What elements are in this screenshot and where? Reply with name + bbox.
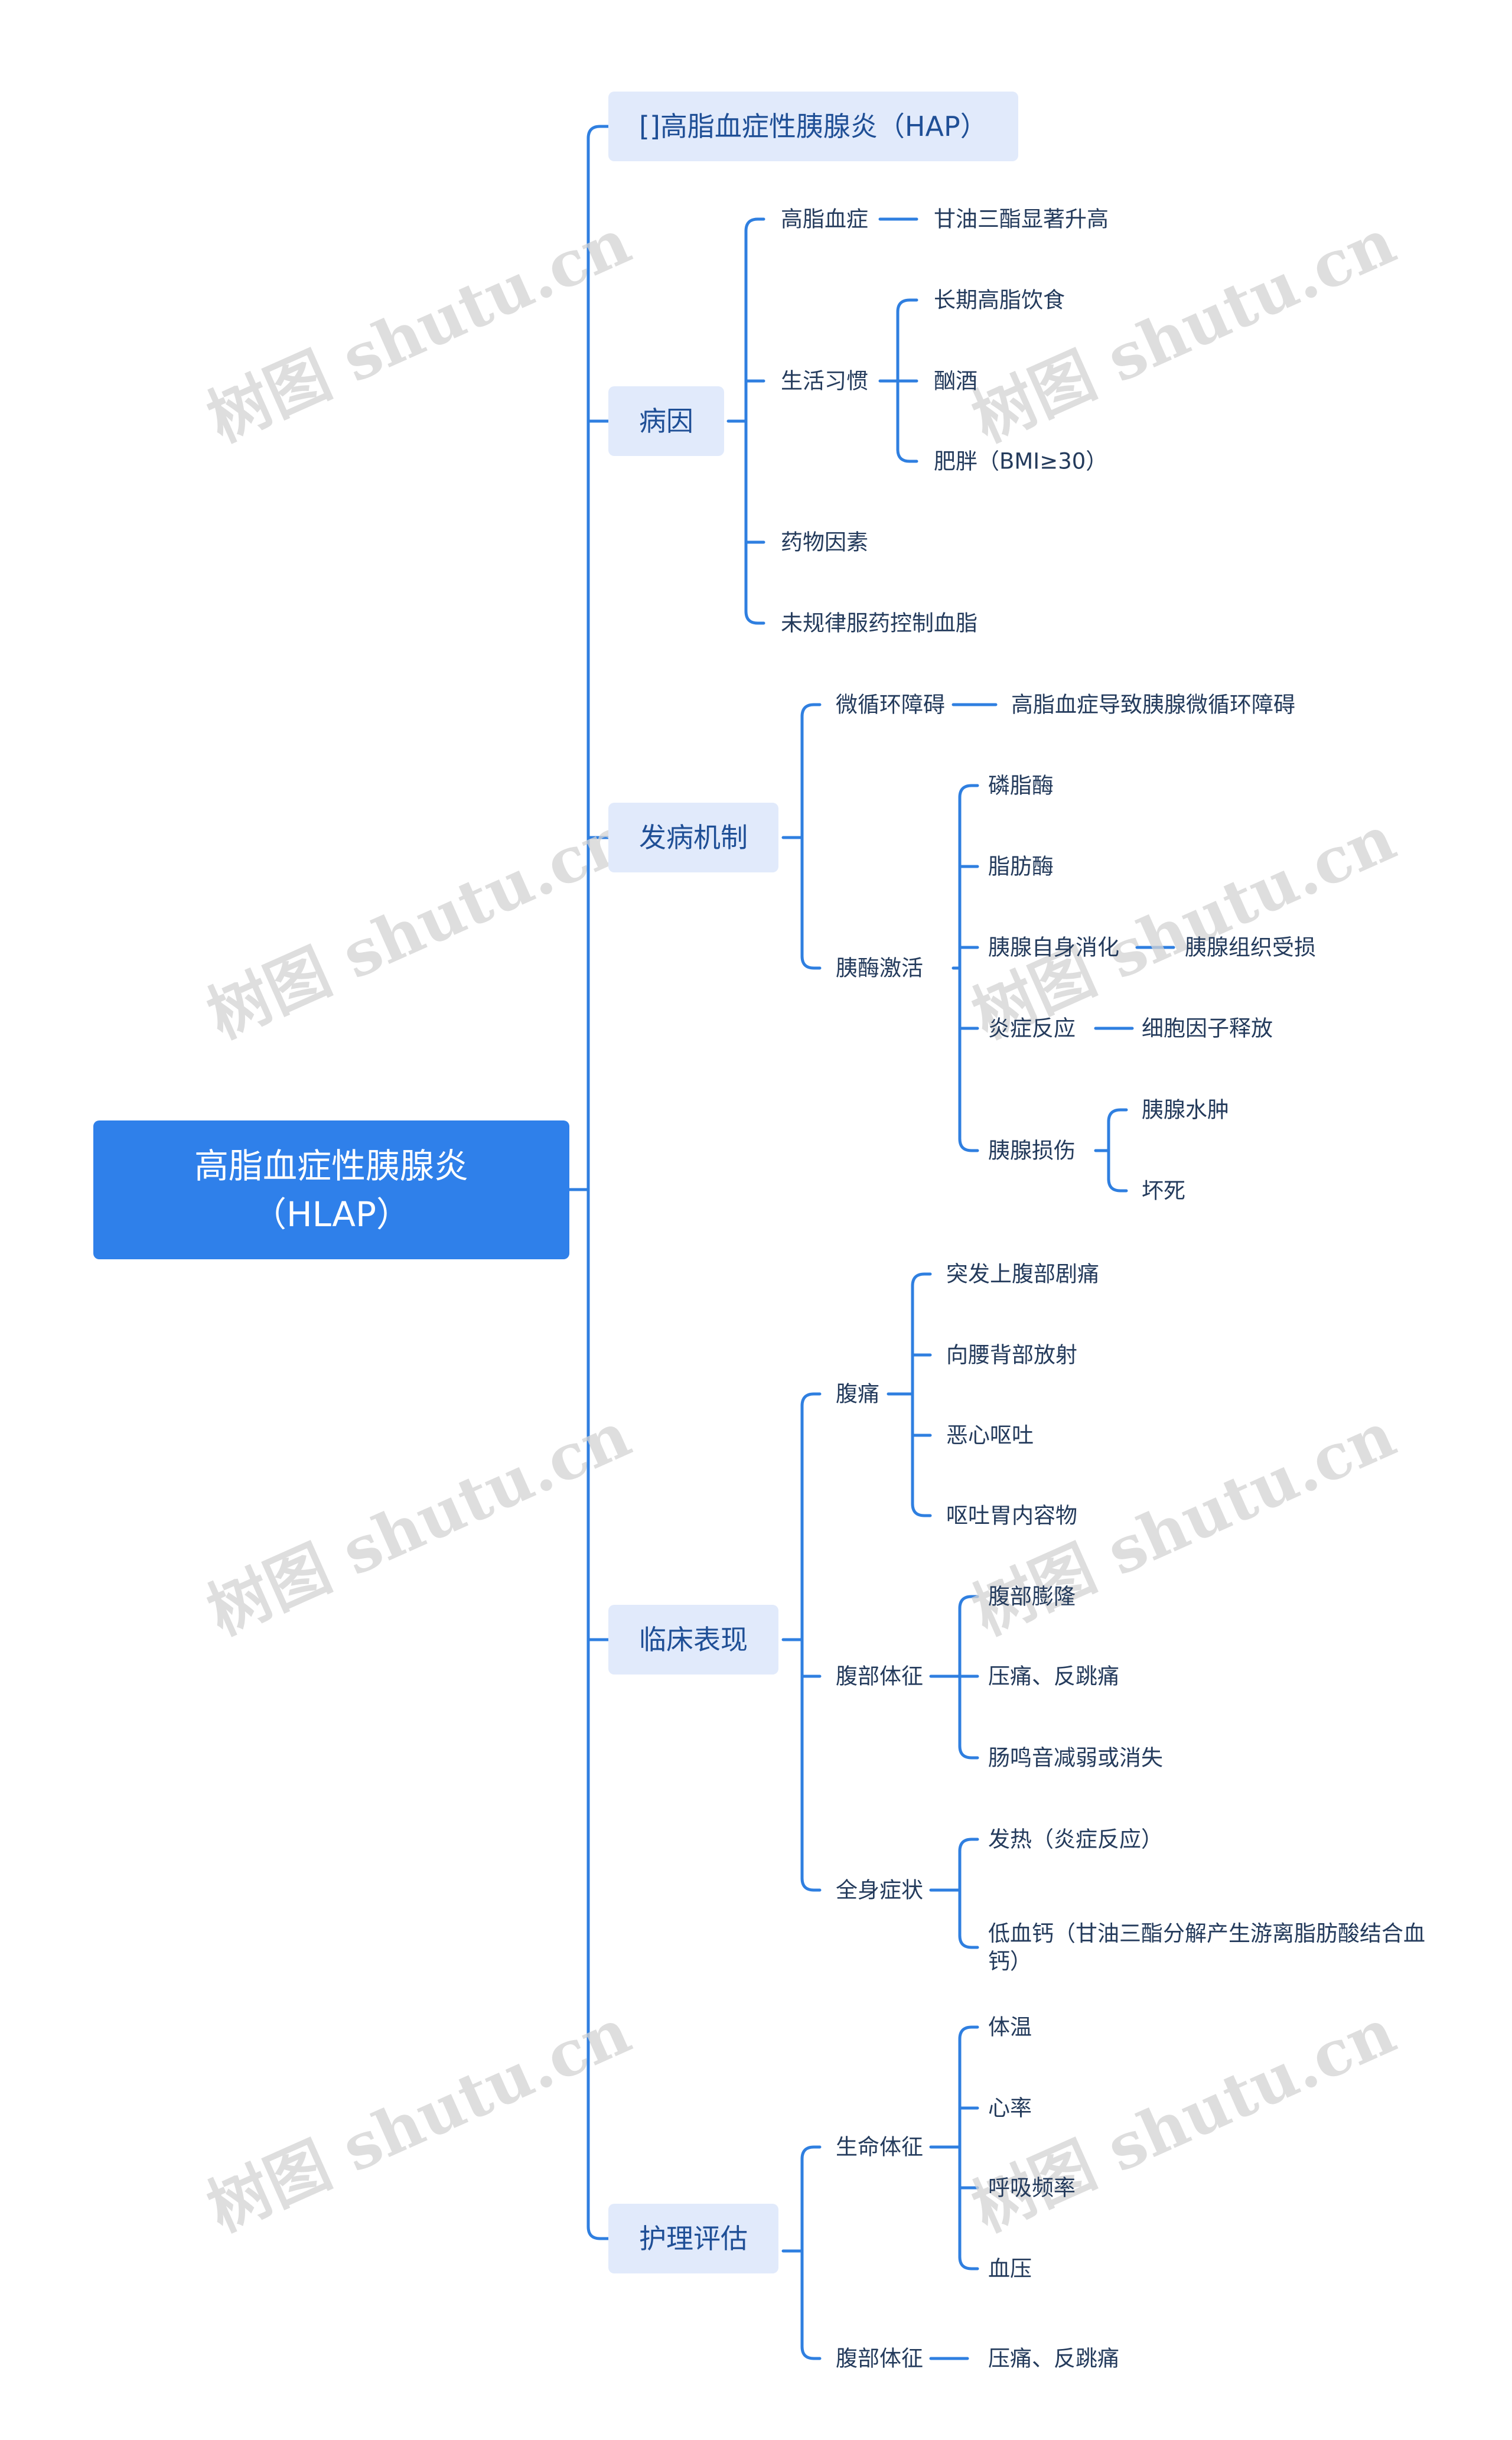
node-vital-item[interactable]: 血压	[988, 2256, 1032, 2282]
node-pain-item[interactable]: 恶心呕吐	[946, 1422, 1034, 1448]
node-hyperlipidemia[interactable]: 高脂血症	[781, 206, 868, 232]
node-abdominal-signs[interactable]: 腹部体征	[836, 1663, 923, 1689]
node-lifestyle-item[interactable]: 长期高脂饮食	[934, 287, 1065, 313]
node-enzyme-item[interactable]: 胰腺损伤	[988, 1138, 1076, 1164]
node-abdominal-item[interactable]: 压痛、反跳痛	[988, 1663, 1119, 1689]
node-lifestyle[interactable]: 生活习惯	[781, 368, 868, 394]
branch-hap[interactable]: []高脂血症性胰腺炎（HAP）	[608, 92, 1018, 161]
node-abdominal-item[interactable]: 肠鸣音减弱或消失	[988, 1745, 1163, 1771]
node-vital-item[interactable]: 呼吸频率	[988, 2175, 1076, 2201]
node-lifestyle-item[interactable]: 酗酒	[934, 368, 977, 394]
node-vital-item[interactable]: 体温	[988, 2014, 1032, 2040]
node-enzyme-item[interactable]: 磷脂酶	[988, 773, 1054, 799]
branch-clinical[interactable]: 临床表现	[608, 1605, 778, 1675]
node-enzyme-item[interactable]: 胰腺自身消化	[988, 934, 1119, 960]
node-enzyme-activation[interactable]: 胰酶激活	[836, 955, 923, 981]
node-pain-item[interactable]: 向腰背部放射	[946, 1342, 1077, 1368]
root-topic[interactable]: 高脂血症性胰腺炎（HLAP）	[93, 1120, 569, 1259]
node-vital-item[interactable]: 心率	[988, 2095, 1032, 2121]
node-vital-signs[interactable]: 生命体征	[836, 2134, 923, 2160]
node-cytokine-release[interactable]: 细胞因子释放	[1142, 1015, 1273, 1041]
node-injury-item[interactable]: 坏死	[1142, 1178, 1185, 1204]
node-abdominal-item[interactable]: 腹部膨隆	[988, 1584, 1076, 1610]
branch-nursing[interactable]: 护理评估	[608, 2204, 778, 2273]
node-pain-item[interactable]: 呕吐胃内容物	[946, 1503, 1077, 1529]
node-injury-item[interactable]: 胰腺水肿	[1142, 1097, 1229, 1123]
branch-mechanism[interactable]: 发病机制	[608, 803, 778, 872]
node-nursing-abdominal[interactable]: 腹部体征	[836, 2345, 923, 2371]
node-lifestyle-item[interactable]: 肥胖（BMI≥30）	[934, 448, 1108, 474]
node-systemic-item[interactable]: 低血钙（甘油三酯分解产生游离脂肪酸结合血钙）	[988, 1921, 1425, 1974]
node-systemic-item[interactable]: 发热（炎症反应）	[988, 1826, 1163, 1852]
node-nursing-abdominal-detail[interactable]: 压痛、反跳痛	[988, 2345, 1119, 2371]
branch-cause[interactable]: 病因	[608, 386, 724, 456]
node-enzyme-item[interactable]: 脂肪酶	[988, 853, 1054, 879]
node-abdominal-pain[interactable]: 腹痛	[836, 1381, 879, 1407]
node-microcirculation[interactable]: 微循环障碍	[836, 692, 945, 718]
node-noncompliance[interactable]: 未规律服药控制血脂	[781, 610, 977, 636]
node-systemic-symptoms[interactable]: 全身症状	[836, 1877, 923, 1903]
node-tissue-damage[interactable]: 胰腺组织受损	[1185, 934, 1316, 960]
node-triglyceride-elevated[interactable]: 甘油三酯显著升高	[934, 206, 1109, 232]
node-enzyme-item[interactable]: 炎症反应	[988, 1015, 1076, 1041]
node-pain-item[interactable]: 突发上腹部剧痛	[946, 1261, 1099, 1287]
node-drug[interactable]: 药物因素	[781, 529, 868, 555]
node-microcirculation-detail[interactable]: 高脂血症导致胰腺微循环障碍	[1011, 692, 1295, 718]
